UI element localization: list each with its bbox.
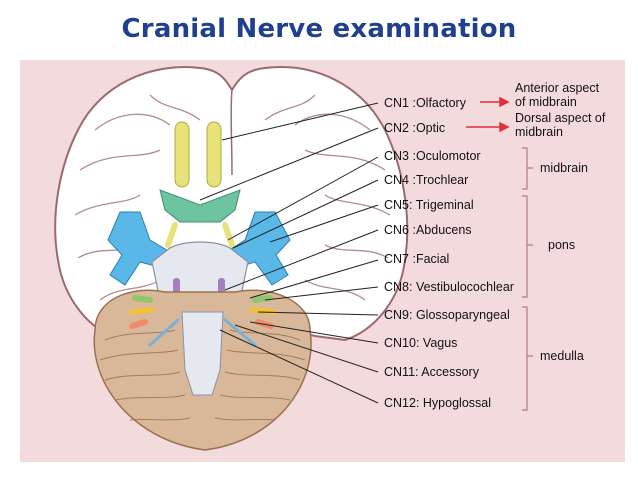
label-cn5: CN5: Trigeminal — [384, 198, 474, 212]
label-cn11: CN11: Accessory — [384, 365, 480, 379]
page-title: Cranial Nerve examination — [121, 14, 517, 44]
olfactory-tract-left — [174, 121, 190, 188]
group-medulla: medulla — [540, 349, 584, 363]
cn1-note-line2: of midbrain — [515, 95, 577, 109]
oculomotor-nerve — [165, 222, 235, 248]
label-cn8: CN8: Vestibulocochlear — [384, 280, 514, 294]
red-arrows — [466, 96, 510, 133]
pointer-lines — [199, 102, 379, 404]
label-cn10: CN10: Vagus — [384, 336, 457, 350]
label-cn4: CN4 :Trochlear — [384, 173, 468, 187]
group-midbrain: midbrain — [540, 161, 588, 175]
label-cn3: CN3 :Oculomotor — [384, 149, 481, 163]
group-pons: pons — [548, 238, 575, 252]
cerebellar-folia — [99, 329, 306, 421]
label-cn1: CN1 :Olfactory — [384, 96, 467, 110]
label-cn2: CN2 :Optic — [384, 121, 445, 135]
cn1-note-line1: Anterior aspect — [515, 81, 600, 95]
medulla — [181, 311, 224, 396]
label-cn7: CN7 :Facial — [384, 252, 449, 266]
cn2-note-line1: Dorsal aspect of — [515, 111, 606, 125]
olfactory-tract-right — [206, 121, 222, 188]
optic-chiasm — [159, 189, 241, 223]
trigeminal-right — [221, 211, 291, 286]
label-cn6: CN6 :Abducens — [384, 223, 472, 237]
longitudinal-fissure — [230, 89, 233, 176]
group-brackets — [522, 147, 533, 411]
label-cn9: CN9: Glossoparyngeal — [384, 308, 510, 322]
cn2-note-line2: midbrain — [515, 125, 563, 139]
label-cn12: CN12: Hypoglossal — [384, 396, 491, 410]
